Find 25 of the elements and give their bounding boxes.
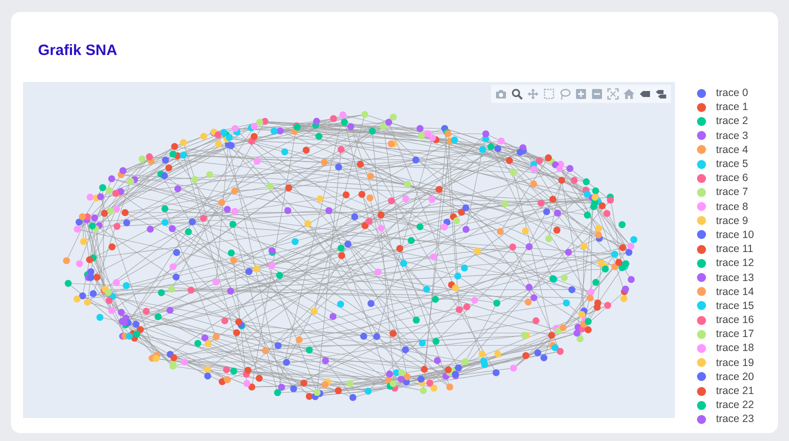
- legend-label: trace 0: [716, 87, 748, 100]
- legend-label: trace 16: [716, 314, 754, 326]
- legend-label: trace 6: [716, 172, 748, 184]
- legend-label: trace 20: [716, 370, 754, 383]
- legend-label: trace 19: [716, 356, 754, 369]
- legend-label: trace 10: [716, 228, 754, 241]
- page-title: Grafik SNA: [38, 42, 118, 60]
- legend-label: trace 21: [716, 385, 754, 398]
- legend-label: trace 14: [716, 286, 754, 298]
- legend-label: trace 15: [716, 300, 754, 312]
- legend-label: trace 2: [716, 115, 748, 128]
- legend-label: trace 12: [716, 257, 754, 270]
- legend-label: trace 13: [716, 272, 754, 284]
- legend-label: trace 17: [716, 328, 754, 340]
- legend-label: trace 23: [716, 413, 754, 426]
- legend-label: trace 5: [716, 158, 748, 170]
- legend-label: trace 4: [716, 144, 748, 156]
- legend-label: trace 11: [716, 243, 754, 256]
- legend-label: trace 18: [716, 342, 754, 354]
- legend-label: trace 7: [716, 186, 748, 198]
- legend-label: trace 3: [716, 130, 748, 142]
- legend-label: trace 1: [716, 101, 748, 114]
- legend-label: trace 9: [716, 214, 748, 227]
- legend-label: trace 8: [716, 200, 748, 213]
- legend-label: trace 22: [716, 399, 754, 412]
